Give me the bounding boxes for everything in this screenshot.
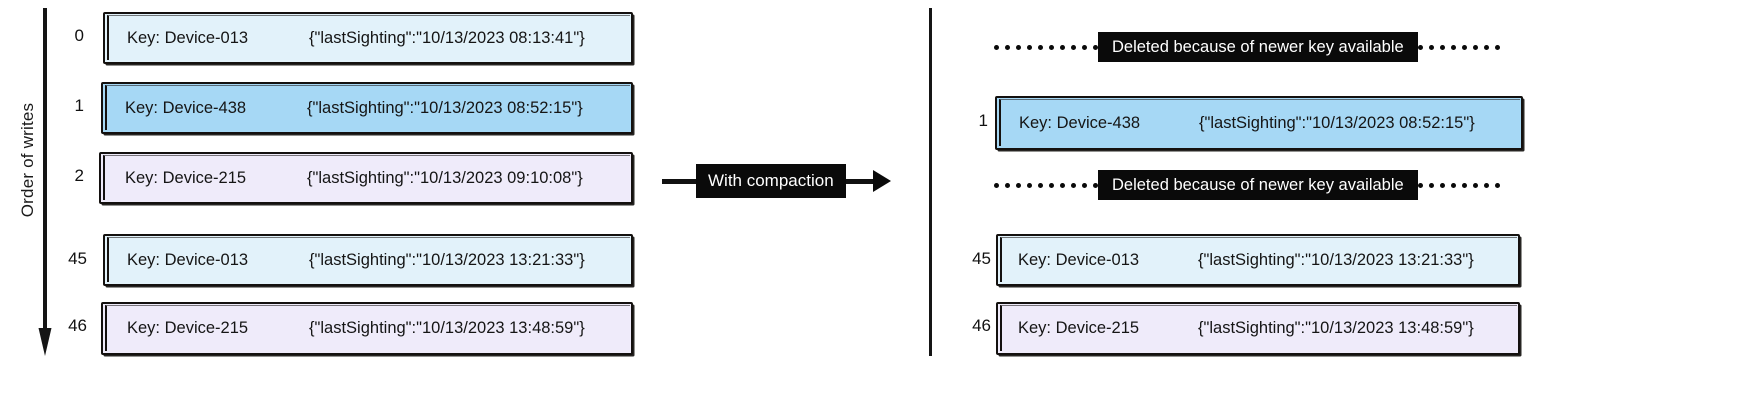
record-index: 1 bbox=[978, 111, 988, 130]
record-key: Key: Device-215 bbox=[127, 319, 249, 337]
record-card[interactable]: Key: Device-438 {"lastSighting":"10/13/2… bbox=[101, 82, 633, 134]
dotted-line-left-icon bbox=[994, 170, 1098, 200]
record-index: 45 bbox=[972, 249, 991, 268]
record-card[interactable]: Key: Device-013 {"lastSighting":"10/13/2… bbox=[996, 234, 1520, 286]
record-key: Key: Device-215 bbox=[125, 168, 247, 187]
record-card[interactable]: Key: Device-215 {"lastSighting":"10/13/2… bbox=[101, 302, 633, 355]
record-value: {"lastSighting":"10/13/2023 13:48:59"} bbox=[309, 319, 585, 337]
record-card[interactable]: Key: Device-215 {"lastSighting":"10/13/2… bbox=[99, 152, 633, 204]
right-arrow-icon bbox=[873, 170, 891, 192]
down-arrow-icon bbox=[38, 8, 52, 356]
record-value: {"lastSighting":"10/13/2023 08:52:15"} bbox=[1199, 113, 1475, 132]
order-of-writes-label: Order of writes bbox=[18, 102, 37, 218]
transform-arrow-shaft-right bbox=[846, 179, 876, 184]
record-index: 46 bbox=[972, 316, 991, 335]
record-card[interactable]: Key: Device-013 {"lastSighting":"10/13/2… bbox=[103, 12, 633, 64]
deleted-note: Deleted because of newer key available bbox=[1098, 32, 1418, 62]
dotted-line-right-icon bbox=[1417, 32, 1500, 62]
dotted-line-right-icon bbox=[1417, 170, 1500, 200]
record-key: Key: Device-013 bbox=[1018, 250, 1140, 269]
record-value: {"lastSighting":"10/13/2023 09:10:08"} bbox=[307, 168, 583, 187]
record-index: 45 bbox=[68, 249, 87, 268]
deleted-banner: Deleted because of newer key available bbox=[994, 32, 1500, 62]
record-value: {"lastSighting":"10/13/2023 13:21:33"} bbox=[1198, 250, 1474, 269]
record-value: {"lastSighting":"10/13/2023 08:52:15"} bbox=[307, 98, 583, 117]
record-card[interactable]: Key: Device-438 {"lastSighting":"10/13/2… bbox=[995, 96, 1523, 150]
deleted-note: Deleted because of newer key available bbox=[1098, 170, 1418, 200]
record-value: {"lastSighting":"10/13/2023 13:21:33"} bbox=[309, 250, 585, 269]
record-index: 1 bbox=[74, 96, 84, 115]
record-index: 46 bbox=[68, 316, 87, 335]
record-key: Key: Device-215 bbox=[1018, 319, 1140, 337]
record-key: Key: Device-438 bbox=[1019, 113, 1141, 132]
deleted-banner: Deleted because of newer key available bbox=[994, 170, 1500, 200]
record-value: {"lastSighting":"10/13/2023 08:13:41"} bbox=[309, 28, 585, 47]
record-card[interactable]: Key: Device-013 {"lastSighting":"10/13/2… bbox=[103, 234, 633, 286]
record-card[interactable]: Key: Device-215 {"lastSighting":"10/13/2… bbox=[996, 302, 1520, 355]
record-key: Key: Device-013 bbox=[127, 250, 249, 269]
record-index: 2 bbox=[74, 166, 84, 185]
record-index: 0 bbox=[74, 26, 84, 45]
panel-divider bbox=[929, 8, 932, 356]
record-value: {"lastSighting":"10/13/2023 13:48:59"} bbox=[1198, 319, 1474, 337]
record-key: Key: Device-013 bbox=[127, 28, 249, 47]
dotted-line-left-icon bbox=[994, 32, 1098, 62]
transform-arrow-shaft bbox=[662, 179, 704, 184]
record-key: Key: Device-438 bbox=[125, 98, 247, 117]
with-compaction-label: With compaction bbox=[696, 164, 846, 198]
